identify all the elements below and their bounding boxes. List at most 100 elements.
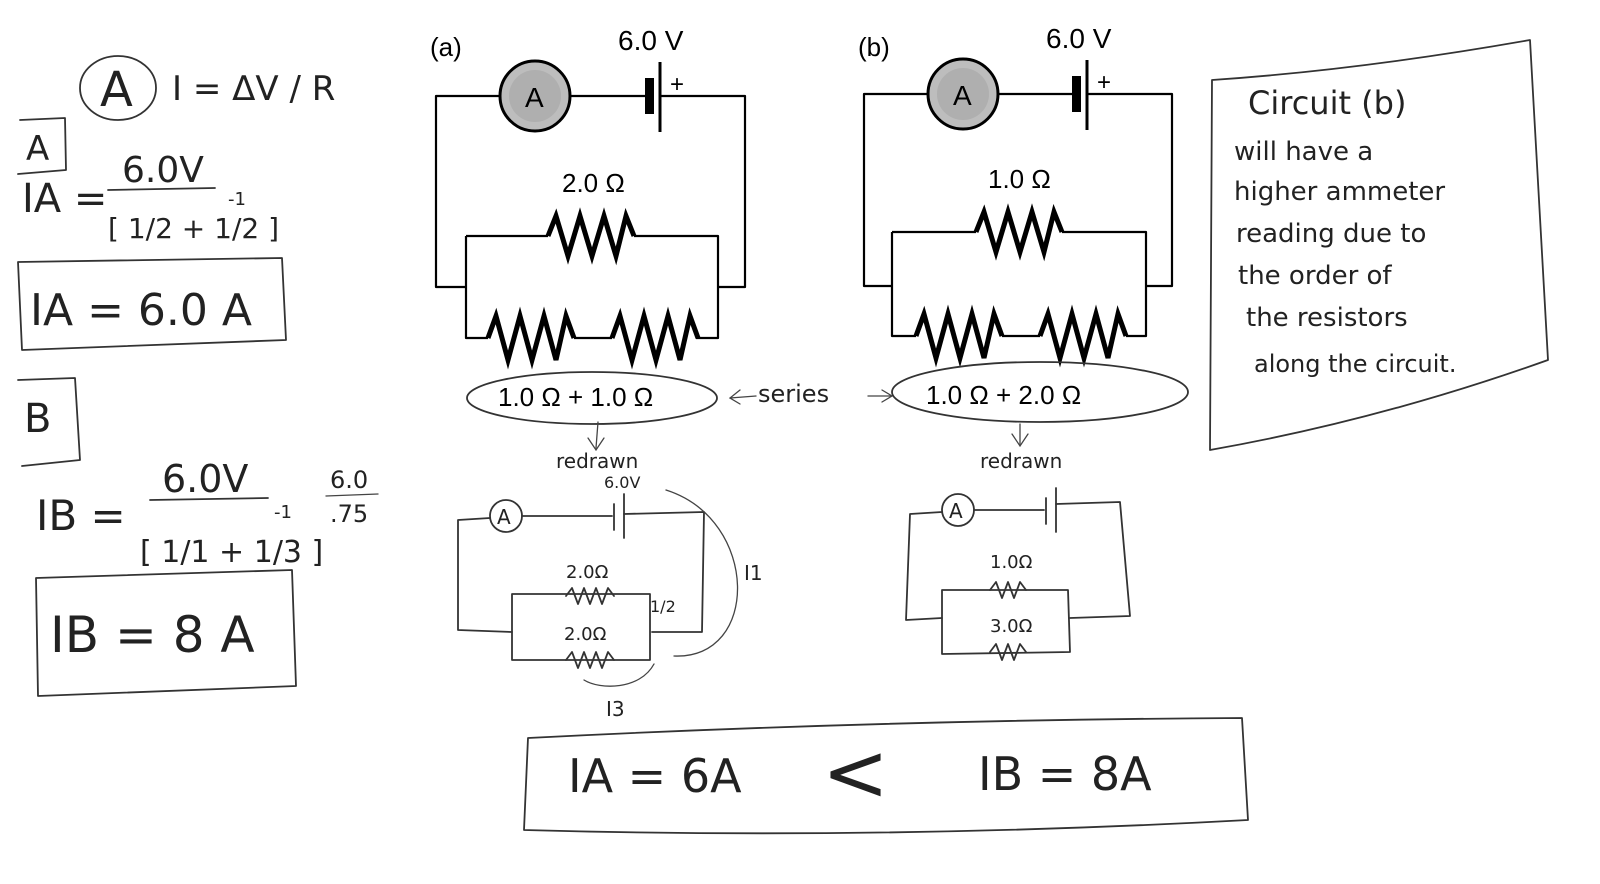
series-note-group: series [728,380,894,408]
conclusion-line-5: the order of [1238,261,1392,291]
part-b-eq-bar [325,493,379,497]
conclusion-line-2: will have a [1234,137,1373,167]
part-a-denominator: [ 1/2 + 1/2 ] [108,212,279,245]
part-b-exponent: -1 [274,502,292,523]
redrawn-a-r2: 2.0Ω [564,624,607,645]
redrawn-b-right-wire [1055,501,1131,619]
circuit-a-bottom-resistor-2 [609,306,701,370]
circuit-b-ammeter [926,57,1000,131]
part-a-label-box [17,117,67,175]
redrawn-a-branch-note: 1/2 [650,597,676,616]
part-a-label: A [26,129,49,169]
circuit-b-bottom-resistor-2 [1037,304,1129,368]
circuit-a-left-wire [434,94,500,289]
series-arrowhead-right [881,389,894,403]
circuit-b-label: (b) [858,32,890,62]
part-b-eq-den: .75 [330,500,368,528]
circuit-b-bottom-resistor-1 [913,304,1005,368]
circuit-b-redrawn: A 1.0Ω 3.0Ω [905,487,1131,661]
circuit-b-series-ellipse [891,361,1189,423]
conclusion-box-outline [1209,39,1549,451]
redrawn-a-parallel-frame [511,593,651,661]
circuit-a-redrawn-note: redrawn [556,449,638,473]
redrawn-a-voltage: 6.0V [604,473,640,492]
circled-a-outline [79,55,157,121]
part-b-numerator: 6.0V [162,457,248,501]
part-b-result-box [35,569,297,697]
part-b-result: IB = 8 A [50,606,255,664]
redrawn-a-bottom-loop [583,663,655,687]
part-a-numerator: 6.0V [122,150,204,191]
part-a-lhs: IA = [22,176,107,222]
comparison-right: IB = 8A [978,747,1152,801]
redrawn-b-left-wire [905,511,943,621]
circuit-b-redrawn-note: redrawn [980,449,1062,473]
part-b-lhs: IB = [36,491,126,540]
part-b-eq-num: 6.0 [330,466,368,494]
part-b-label-box [17,377,81,467]
part-a-exponent: -1 [228,189,246,210]
circuit-b-bottom-resistors-label: 1.0 Ω + 2.0 Ω [926,380,1081,410]
circuit-a-voltage: 6.0 V [618,25,684,56]
redrawn-a-ammeter-label: A [497,505,511,529]
circuit-b-top-resistor-label: 1.0 Ω [988,164,1051,194]
redrawn-a-side-note: I1 [744,561,763,585]
circuit-a-top-resistor-label: 2.0 Ω [562,168,625,198]
comparison-box: IA = 6A < IB = 8A [523,717,1249,835]
circuit-a-bottom-resistors-label: 1.0 Ω + 1.0 Ω [498,382,653,412]
redrawn-b-r1: 1.0Ω [990,552,1033,573]
redrawn-b-r2-zigzag [989,643,1027,661]
part-b-fraction-bar [149,497,269,501]
conclusion-line-6: the resistors [1246,303,1408,333]
circuit-b-left-wire [862,92,928,288]
conclusion-box: Circuit (b) will have a higher ammeter r… [1209,39,1549,451]
comparison-box-outline [523,717,1249,835]
conclusion-line-3: higher ammeter [1234,177,1445,207]
circuit-a-redrawn: A 6.0V 2.0Ω 2.0Ω 1/2 I1 I3 [457,473,763,721]
series-arrow-left [729,395,757,399]
circuit-a-label: (a) [430,32,462,62]
redrawn-a-r1-zigzag [565,587,615,605]
redrawn-b-ammeter-label: A [949,499,963,523]
part-a-result: IA = 6.0 A [30,285,252,336]
circuit-a-battery-neg [645,78,654,114]
circuit-a-bottom-resistor-1 [485,306,577,370]
left-work: A I = ΔV / R A IA = 6.0V [ 1/2 + 1/2 ] -… [17,55,379,697]
redrawn-b-r2: 3.0Ω [990,616,1033,637]
redrawn-a-right-wire [623,511,705,633]
redrawn-b-r1-zigzag [989,581,1027,599]
circuit-a-ammeter [498,59,572,133]
conclusion-line-7: along the circuit. [1254,350,1456,378]
comparison-left: IA = 6A [568,749,742,803]
comparison-sign: < [822,726,889,819]
part-b-label: B [24,396,51,442]
circuit-a-plus: + [670,71,684,98]
series-arrowhead-left [728,389,741,405]
circuit-b-voltage: 6.0 V [1046,23,1112,54]
part-a-fraction-bar [107,187,216,191]
part-a-result-box [17,257,287,351]
circuit-b-ammeter-label: A [953,80,972,111]
circuit-b-ammeter-shade [937,68,989,120]
circuit-a-redrawn-arrowhead [587,437,605,452]
circuit-b-right-wire [1088,92,1174,288]
circuit-b-redrawn-arrowhead [1011,433,1029,448]
circuit-a-ammeter-shade [509,70,561,122]
circuit-a-right-wire [660,94,747,289]
circuit-a-redrawn-arrow [595,421,599,449]
circuit-b-battery-neg [1072,76,1081,112]
series-note: series [758,380,829,408]
redrawn-a-r1: 2.0Ω [566,562,609,583]
redrawn-a-r2-zigzag [565,651,615,669]
redrawn-a-bottom-note: I3 [606,697,625,721]
circuit-a-top-resistor [545,207,637,266]
redrawn-a-current-loop [665,489,739,657]
circuit-b: (b) 6.0 V A + 1.0 Ω 1.0 Ω + 2.0 Ω redraw… [858,23,1189,661]
header-formula: I = ΔV / R [172,69,335,109]
part-b-denominator: [ 1/1 + 1/3 ] [140,535,323,570]
circuit-b-top-resistor [973,203,1065,262]
circuit-a-ammeter-label: A [525,82,544,113]
conclusion-line-1: Circuit (b) [1248,84,1406,122]
circuit-a: (a) 6.0 V A + 2.0 Ω 1.0 Ω + 1.0 Ω red [430,25,763,721]
